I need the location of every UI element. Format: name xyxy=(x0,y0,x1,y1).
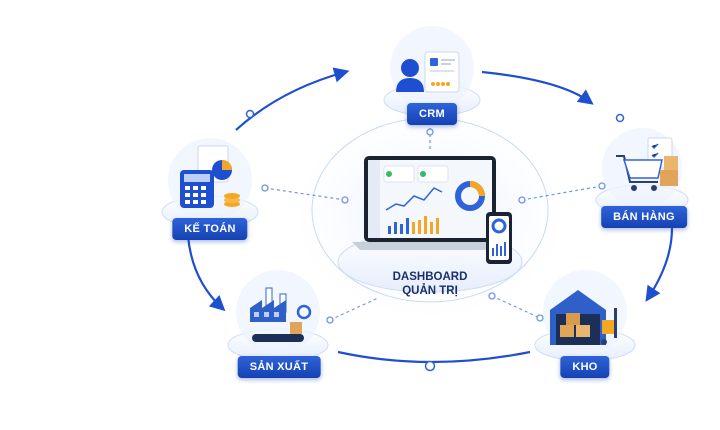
center-title-line2: QUẢN TRỊ xyxy=(402,285,458,297)
arrow-banhang-to-kho xyxy=(645,227,674,302)
connectors xyxy=(264,122,603,321)
label-kho[interactable]: KHO xyxy=(560,356,610,378)
arrow-ketoan-to-sanxuat xyxy=(186,235,226,312)
node-ke-toan[interactable] xyxy=(161,138,259,229)
node-ban-hang[interactable] xyxy=(595,128,689,216)
factory-icon xyxy=(250,287,312,342)
arrow-ketoan-to-crm xyxy=(235,67,350,131)
label-crm[interactable]: CRM xyxy=(407,103,457,125)
label-ke-toan[interactable]: KẾ TOÁN xyxy=(172,218,248,240)
node-kho[interactable] xyxy=(534,270,636,362)
ring-nodes xyxy=(245,109,625,372)
node-san-xuat[interactable] xyxy=(227,270,329,362)
customer-profile-icon xyxy=(396,51,460,93)
label-san-xuat[interactable]: SẢN XUẤT xyxy=(237,356,321,378)
label-ban-hang[interactable]: BÁN HÀNG xyxy=(601,206,687,228)
center-title: DASHBOARD QUẢN TRỊ xyxy=(393,270,468,298)
center-title-line1: DASHBOARD xyxy=(392,271,468,283)
calculator-icon xyxy=(180,145,240,208)
center-dashboard[interactable] xyxy=(337,156,523,293)
arrow-crm-to-banhang xyxy=(481,70,594,105)
connector-dots xyxy=(261,128,606,324)
shopping-cart-icon xyxy=(616,137,678,191)
laptop-dashboard-icon xyxy=(352,156,512,264)
warehouse-forklift-icon xyxy=(550,290,617,345)
arrow-kho-to-sanxuat xyxy=(337,350,531,364)
